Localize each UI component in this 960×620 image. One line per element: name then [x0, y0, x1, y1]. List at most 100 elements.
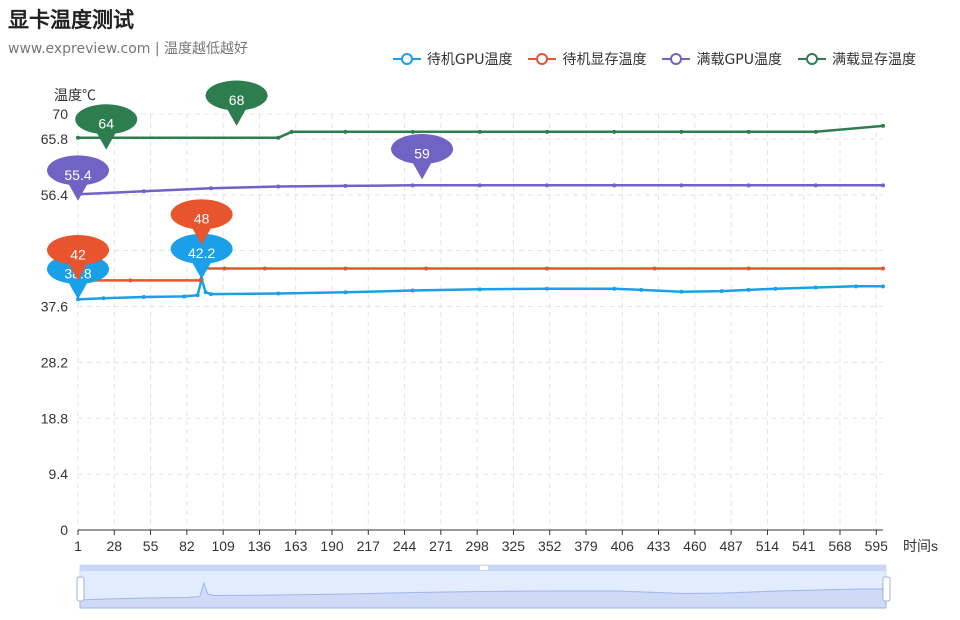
x-tick-label: 217 [357, 538, 381, 554]
data-zoom-slider[interactable] [76, 564, 891, 609]
series-line-load_mem [78, 124, 884, 140]
marker-label-load_mem: 64 [98, 116, 114, 132]
legend-item-idle-gpu[interactable]: 待机GPU温度 [392, 49, 513, 69]
data-point-idle_mem [545, 266, 550, 271]
data-point-idle_mem [198, 278, 203, 283]
data-point-idle_gpu [141, 295, 146, 300]
data-point-idle_mem [262, 266, 267, 271]
data-point-load_mem [612, 129, 617, 134]
x-tick-label: 514 [756, 538, 780, 554]
data-point-idle_mem [222, 266, 227, 271]
x-tick-label: 244 [393, 538, 417, 554]
data-point-idle_gpu [545, 286, 550, 291]
marker-idle_gpu: 42.2 [170, 233, 233, 280]
y-tick-label: 65.8 [41, 131, 68, 147]
x-tick-label: 55 [143, 538, 159, 554]
legend-swatch-idle-gpu [392, 53, 421, 65]
grid-layer [77, 113, 883, 531]
data-point-load_gpu [679, 183, 684, 188]
marker-load_mem: 68 [205, 80, 268, 126]
marker-label-idle_mem: 48 [194, 211, 210, 227]
x-tick-label: 82 [179, 538, 195, 554]
data-point-idle_gpu [746, 287, 751, 292]
legend-swatch-load-gpu [662, 53, 691, 65]
marker-label-idle_mem: 42 [70, 246, 86, 262]
data-point-load_gpu [746, 183, 751, 188]
marker-pin-load_mem [75, 104, 138, 150]
legend-item-load-mem[interactable]: 满载显存温度 [798, 49, 916, 69]
data-point-load_gpu [612, 183, 617, 188]
data-point-load_mem [276, 135, 281, 140]
data-point-idle_mem [652, 266, 657, 271]
data-point-load_gpu [545, 183, 550, 188]
x-tick-label: 190 [320, 538, 344, 554]
data-point-idle_gpu [854, 284, 859, 289]
axis-layer: 09.418.828.237.64756.465.870128558210913… [41, 87, 938, 554]
legend-label-idle-gpu: 待机GPU温度 [426, 52, 513, 68]
legend-swatch-idle-mem [528, 53, 557, 65]
legend-label-load-mem: 满载显存温度 [832, 52, 916, 68]
x-tick-label: 298 [465, 538, 489, 554]
data-point-load_gpu [209, 186, 214, 191]
data-point-idle_gpu [195, 293, 200, 298]
data-point-load_gpu [477, 183, 482, 188]
x-tick-label: 28 [106, 538, 122, 554]
marker-load_gpu: 59 [391, 134, 454, 180]
marker-pin-idle_mem [170, 199, 233, 245]
data-point-load_mem [545, 129, 550, 134]
data-point-idle_gpu [182, 294, 187, 299]
marker-pin-idle_mem [46, 235, 109, 281]
legend-item-idle-mem[interactable]: 待机显存温度 [528, 49, 646, 69]
data-point-load_gpu [276, 184, 281, 189]
data-point-load_gpu [410, 183, 415, 188]
data-point-load_gpu [141, 189, 146, 194]
data-point-idle_gpu [410, 288, 415, 293]
data-point-load_mem [813, 129, 818, 134]
x-axis-label: 时间s [903, 538, 938, 554]
x-tick-label: 379 [574, 538, 598, 554]
x-tick-label: 487 [719, 538, 743, 554]
zoom-grip [480, 566, 488, 570]
x-tick-label: 325 [502, 538, 526, 554]
data-point-idle_gpu [612, 286, 617, 291]
x-tick-label: 406 [611, 538, 635, 554]
data-point-idle_gpu [773, 286, 778, 291]
data-point-idle_gpu [209, 292, 214, 297]
marker-load_mem: 64 [75, 104, 138, 150]
data-point-load_mem [679, 129, 684, 134]
y-tick-label: 18.8 [41, 410, 68, 426]
marker-pin-idle_gpu [170, 233, 233, 280]
x-tick-label: 136 [248, 538, 272, 554]
chart-legend: 待机GPU温度 待机显存温度 满载GPU温度 满载显存温度 [392, 49, 916, 69]
x-tick-label: 568 [828, 538, 852, 554]
y-tick-label: 0 [60, 522, 68, 538]
data-point-idle_mem [343, 266, 348, 271]
chart-title: 显卡温度测试 [8, 8, 134, 32]
marker-pin-load_gpu [47, 155, 110, 201]
marker-label-load_mem: 68 [229, 92, 245, 108]
data-point-load_mem [343, 129, 348, 134]
marker-idle_mem: 48 [170, 199, 233, 245]
y-axis-label: 温度℃ [54, 87, 96, 103]
x-tick-label: 163 [284, 538, 308, 554]
marker-label-load_gpu: 55.4 [64, 167, 91, 183]
y-tick-label: 70 [52, 106, 68, 122]
data-point-load_gpu [343, 183, 348, 188]
x-tick-label: 352 [538, 538, 562, 554]
zoom-handle-left[interactable] [76, 576, 85, 602]
legend-item-load-gpu[interactable]: 满载GPU温度 [662, 49, 782, 69]
data-point-load_mem [746, 129, 751, 134]
legend-swatch-load-mem [798, 53, 826, 65]
x-tick-label: 271 [429, 538, 453, 554]
y-tick-label: 56.4 [41, 187, 68, 203]
data-point-idle_gpu [881, 284, 885, 289]
legend-label-load-gpu: 满载GPU温度 [696, 52, 782, 68]
series-line-idle_gpu [77, 277, 883, 301]
data-point-load_gpu [881, 183, 885, 188]
zoom-handle-right[interactable] [882, 576, 891, 602]
chart-subtitle: www.expreview.com | 温度越低越好 [8, 41, 249, 57]
data-point-idle_gpu [343, 290, 348, 295]
data-point-idle_gpu [719, 289, 724, 294]
data-point-idle_mem [746, 266, 751, 271]
